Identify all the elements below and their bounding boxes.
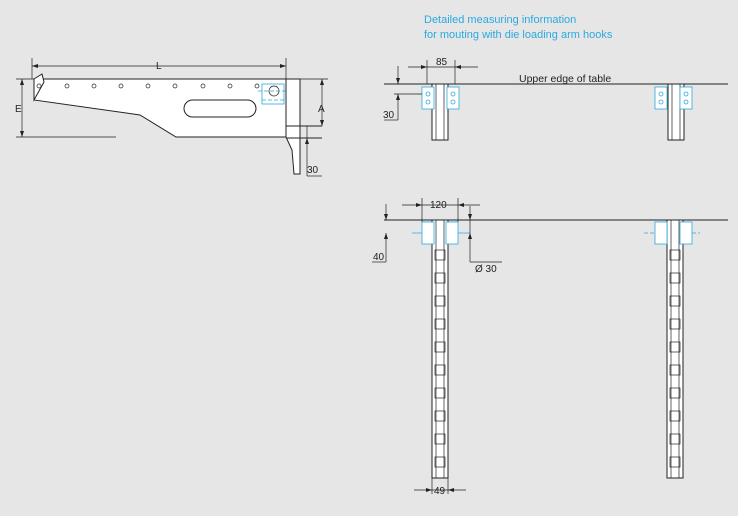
side-view-dimensions: L E A 30 [15,58,328,177]
front-view-table: Upper edge of table 85 30 [383,57,728,141]
side-view-arm [33,73,322,175]
dim-49: 49 [434,486,446,497]
dim-E: E [15,104,22,115]
dim-A: A [318,104,325,115]
title-line-1: Detailed measuring information [424,14,576,26]
dim-dia30: Ø 30 [475,264,497,275]
dim-L: L [156,61,162,72]
dim-120: 120 [430,200,447,211]
plan-view: 120 40 Ø 30 49 [372,198,728,497]
dim-30-top: 30 [383,110,395,121]
title-line-2: for mouting with die loading arm hooks [424,29,613,41]
table-edge-label: Upper edge of table [519,73,611,85]
dim-40: 40 [373,252,385,263]
dim-85: 85 [436,57,448,68]
dim-30-side: 30 [307,165,319,176]
